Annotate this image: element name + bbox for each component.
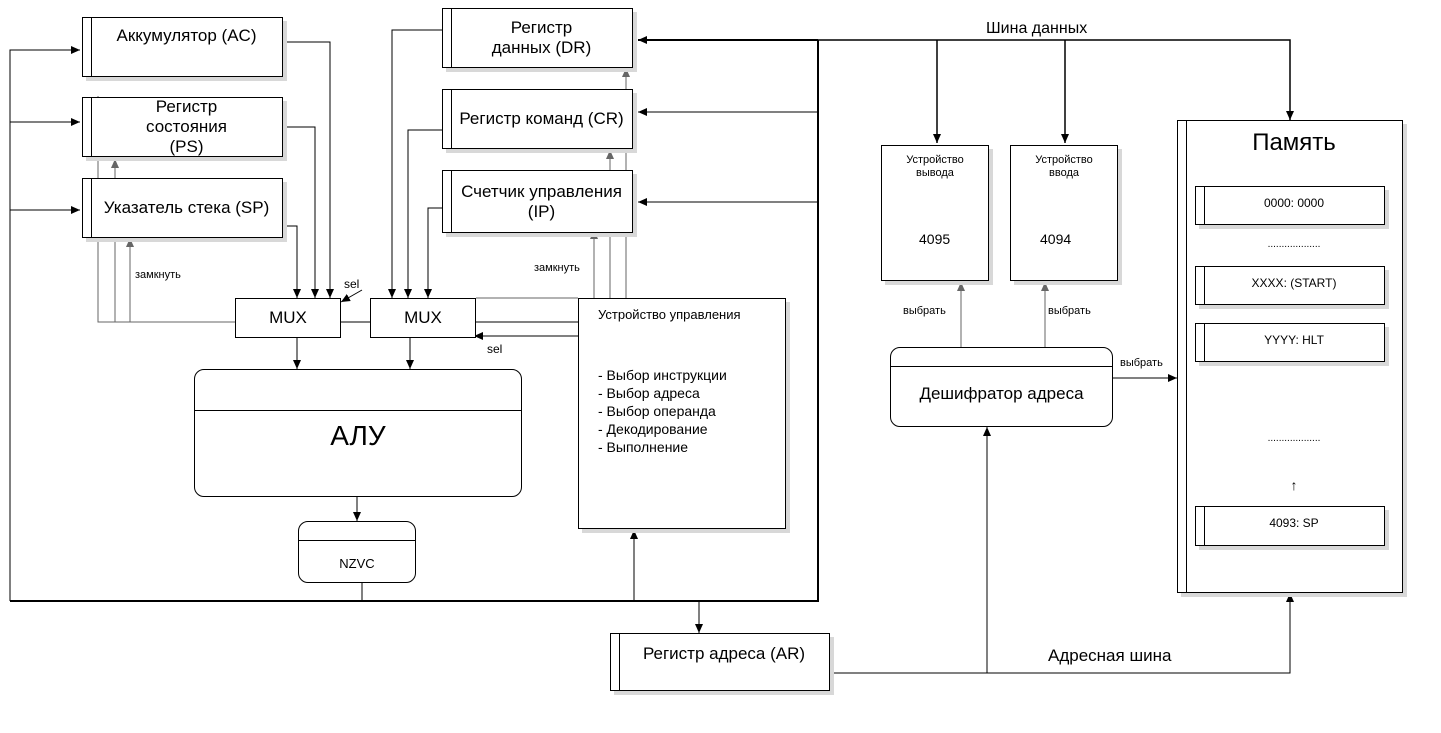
- data-register: Регистр данных (DR): [442, 8, 633, 68]
- select-label-memory: выбрать: [1120, 357, 1163, 369]
- memory: Память 0000: 0000 ................... XX…: [1177, 120, 1403, 593]
- memory-cell-label: YYYY: HLT: [1264, 333, 1324, 347]
- control-unit-title: Устройство управления: [598, 307, 741, 322]
- output-device: Устройство вывода 4095: [881, 145, 989, 281]
- control-bus: [10, 36, 819, 602]
- instruction-pointer-register: Счетчик управления (IP): [442, 170, 633, 233]
- instruction-pointer-label: Счетчик управления (IP): [461, 181, 622, 221]
- output-device-title: Устройство вывода: [906, 154, 964, 179]
- memory-cell-label: 4093: SP: [1269, 516, 1319, 530]
- address-decoder: Дешифратор адреса: [890, 347, 1113, 427]
- memory-ellipsis: ...................: [1267, 433, 1321, 444]
- data-bus-label: Шина данных: [986, 20, 1088, 37]
- memory-cell: XXXX: (START): [1195, 266, 1385, 305]
- address-bus-label: Адресная шина: [1048, 646, 1172, 665]
- memory-ellipsis: ...................: [1267, 239, 1321, 250]
- input-device-address: 4094: [1040, 231, 1072, 247]
- mux-right: MUX: [370, 298, 476, 338]
- close-label-left: замкнуть: [135, 269, 181, 281]
- memory-cell-label: XXXX: (START): [1251, 276, 1337, 290]
- input-device-title: Устройство ввода: [1035, 154, 1093, 179]
- sel-label-right: sel: [487, 342, 503, 356]
- data-bus: [818, 39, 1294, 143]
- data-register-label: Регистр данных (DR): [491, 18, 592, 57]
- sel-label-left: sel: [344, 277, 360, 291]
- select-label-input: выбрать: [1048, 305, 1091, 317]
- memory-cell: YYYY: HLT: [1195, 323, 1385, 362]
- status-register: Регистр состояния (PS): [82, 97, 283, 157]
- memory-title: Память: [1252, 129, 1336, 156]
- input-device: Устройство ввода 4094: [1010, 145, 1118, 281]
- control-unit: Устройство управления - Выбор инструкции…: [578, 298, 786, 529]
- memory-cell-label: 0000: 0000: [1263, 196, 1325, 210]
- mux-left: MUX: [235, 298, 341, 338]
- command-register: Регистр команд (CR): [442, 89, 633, 149]
- stack-pointer-register: Указатель стека (SP): [82, 178, 283, 238]
- control-unit-step: - Декодирование: [598, 421, 708, 437]
- accumulator-label: Аккумулятор (AC): [116, 26, 257, 45]
- up-arrow-icon: ↑: [1290, 477, 1298, 493]
- alu-label: АЛУ: [330, 420, 386, 451]
- command-register-label: Регистр команд (CR): [459, 109, 624, 128]
- memory-cell: 0000: 0000: [1195, 186, 1385, 225]
- flags-label: NZVC: [339, 556, 375, 571]
- address-register: Регистр адреса (AR): [610, 633, 830, 691]
- control-unit-step: - Выбор адреса: [598, 385, 700, 401]
- alu: АЛУ: [194, 369, 522, 497]
- memory-cell: 4093: SP: [1195, 506, 1385, 546]
- address-decoder-label: Дешифратор адреса: [919, 384, 1084, 403]
- control-unit-step: - Выбор инструкции: [598, 367, 727, 383]
- address-register-label: Регистр адреса (AR): [642, 644, 806, 663]
- control-unit-steps: - Выбор инструкции - Выбор адреса - Выбо…: [598, 366, 727, 456]
- flags-nzvc: NZVC: [298, 521, 416, 583]
- close-label-right: замкнуть: [534, 262, 580, 274]
- mux-right-label: MUX: [404, 308, 442, 327]
- control-unit-step: - Выбор операнда: [598, 403, 716, 419]
- accumulator-register: Аккумулятор (AC): [82, 17, 283, 77]
- select-label-output: выбрать: [903, 305, 946, 317]
- status-register-label: Регистр состояния (PS): [146, 97, 227, 156]
- stack-pointer-label: Указатель стека (SP): [103, 198, 270, 217]
- output-device-address: 4095: [919, 231, 951, 247]
- control-unit-step: - Выполнение: [598, 439, 689, 455]
- mux-left-label: MUX: [269, 308, 307, 327]
